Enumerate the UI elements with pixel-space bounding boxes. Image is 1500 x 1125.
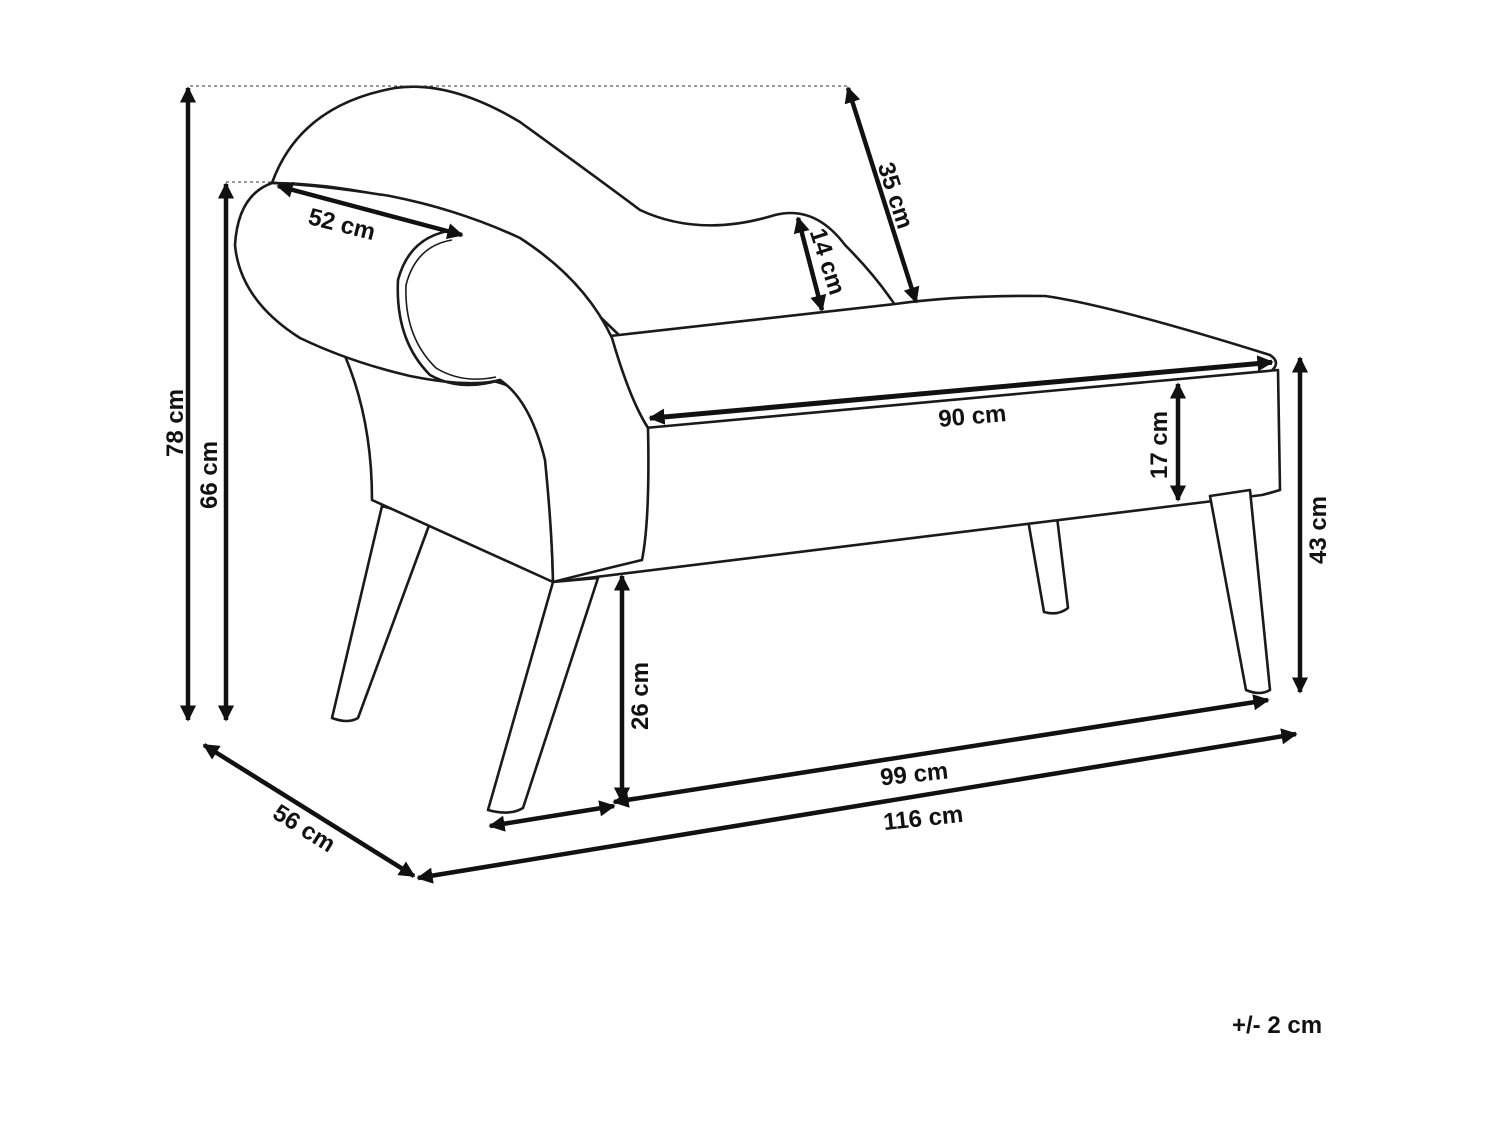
tolerance-note: +/- 2 cm [1232, 1012, 1323, 1039]
seat-front-span-arrow [488, 800, 616, 832]
seat-height-label: 43 cm [1305, 496, 1332, 564]
depth-arrow [202, 743, 416, 878]
scroll-arm-roll-inner [405, 239, 497, 380]
back-left-leg [330, 504, 433, 723]
leg-span-arrow [612, 694, 1270, 808]
back-right-leg [1026, 515, 1070, 615]
seat-length-arrow [648, 355, 1274, 425]
back-top-depth-label: 35 cm [872, 159, 919, 232]
extension-lines [190, 85, 848, 183]
arm-height-label: 66 cm [196, 441, 223, 509]
total-height-label: 78 cm [162, 389, 189, 457]
scroll-arm-roll [396, 228, 502, 387]
front-left-leg [486, 576, 600, 814]
front-right-leg [1208, 488, 1272, 695]
leg-span-label: 99 cm [879, 758, 950, 792]
seat-length-label: 90 cm [937, 400, 1007, 433]
back-top-depth-arrow [844, 86, 920, 304]
chaise-longue-drawing [233, 85, 1282, 814]
back-thickness-arrow [793, 216, 827, 312]
seat-cushion-height-label: 17 cm [1146, 411, 1173, 479]
leg-height-label: 26 cm [627, 662, 654, 730]
total-length-label: 116 cm [882, 801, 964, 836]
dimension-arrows [179, 86, 1309, 884]
backrest-length-arrow [276, 181, 464, 240]
total-length-arrow [416, 728, 1298, 884]
